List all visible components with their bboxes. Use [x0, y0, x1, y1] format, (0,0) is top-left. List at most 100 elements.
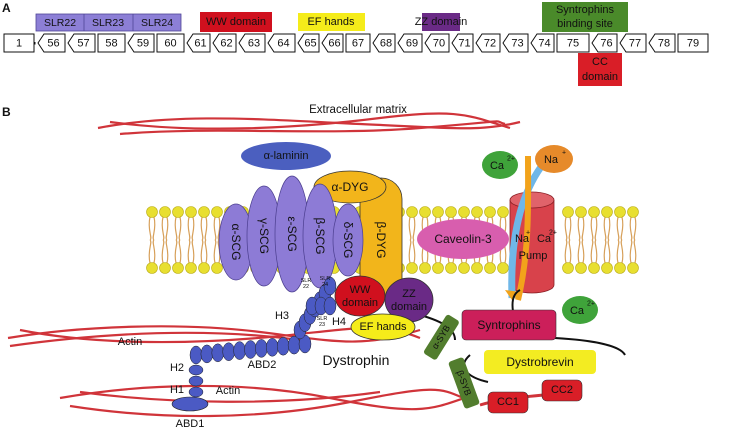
syntrophins-binding-bar: Syntrophins binding site [542, 2, 628, 32]
spectrin-repeat [323, 296, 337, 316]
exon-label-60: 60 [164, 38, 176, 50]
spectrin-repeat [244, 340, 257, 359]
abd1 [171, 396, 209, 412]
svg-text:+: + [562, 150, 566, 157]
sodium-ion: Na + [535, 145, 573, 173]
exon-box-75 [556, 33, 590, 53]
exon-box-69 [397, 33, 423, 53]
svg-text:β-DYG: β-DYG [374, 222, 388, 259]
svg-text:24: 24 [322, 282, 328, 288]
alpha-dystroglycan: α-DYG [313, 170, 387, 204]
cc2: CC2 [541, 379, 583, 402]
slr22-label: SLR22 [44, 17, 76, 29]
slr24-label: SLR24 [141, 17, 173, 29]
svg-text:domain: domain [391, 301, 427, 313]
svg-text:2+: 2+ [587, 301, 595, 308]
svg-text:Caveolin-3: Caveolin-3 [434, 232, 492, 246]
spectrin-repeat [188, 386, 204, 398]
svg-text:EF hands: EF hands [307, 16, 355, 28]
dystrobrevin-box: Dystrobrevin [484, 350, 596, 374]
cc-domain-bar: CC domain [578, 53, 622, 86]
exon-box-61 [186, 33, 211, 53]
exon-box-63 [238, 33, 266, 53]
svg-text:+: + [526, 230, 530, 237]
exon-box-74 [530, 33, 555, 53]
exon-box-58 [97, 33, 126, 53]
exon-label-56: 56 [47, 38, 59, 50]
exon-box-70 [424, 33, 450, 53]
spectrin-repeat [200, 344, 214, 364]
svg-text:SLR: SLR [320, 276, 331, 282]
ww-domain: WW domain [334, 275, 386, 317]
svg-text:SLR: SLR [317, 316, 328, 322]
exon-label-73: 73 [511, 38, 523, 50]
exon-label-70: 70 [433, 38, 445, 50]
ww-domain-bar: WW domain [200, 12, 272, 32]
exon-label-74: 74 [538, 38, 550, 50]
exon-label-79: 79 [687, 38, 699, 50]
svg-text:WW: WW [350, 284, 371, 296]
exon-box-64 [267, 33, 296, 53]
sgc-ellipse-4 [332, 203, 364, 277]
syntrophins-box: Syntrophins [461, 309, 557, 341]
svg-text:binding site: binding site [557, 18, 613, 30]
exon-label-58: 58 [105, 38, 117, 50]
panel-a-label: A [2, 1, 11, 15]
exon-box-72 [475, 33, 501, 53]
svg-text:2+: 2+ [507, 156, 515, 163]
svg-text:23: 23 [319, 322, 325, 328]
actin-label-top: Actin [118, 336, 142, 348]
exon-label-63: 63 [248, 38, 260, 50]
exon-label-65: 65 [304, 38, 316, 50]
dystrophin-label: Dystrophin [323, 352, 390, 368]
exon-box-59 [127, 33, 155, 53]
spectrin-repeat [255, 339, 268, 358]
exon-box-56 [37, 33, 66, 53]
exon-label-1: 1 [16, 38, 22, 50]
h2-label: H2 [170, 362, 184, 374]
svg-text:SLR: SLR [301, 278, 312, 284]
svg-text:Na: Na [515, 233, 530, 245]
exon-label-75: 75 [567, 38, 579, 50]
exon-box-78 [648, 33, 676, 53]
exon-box-66 [321, 33, 344, 53]
svg-text:Ca: Ca [537, 233, 552, 245]
svg-text:Syntrophins: Syntrophins [477, 318, 540, 332]
calcium-ion-bottom: Ca 2+ [562, 296, 598, 324]
abd2-label: ABD2 [248, 359, 277, 371]
spectrin-repeat [211, 343, 225, 363]
sgc-label-3: β-SCG [313, 218, 327, 255]
sodium-calcium-pump: Na + Ca 2+ Pump [505, 152, 557, 301]
extracellular-matrix-fibers [97, 112, 521, 136]
h1-label: H1 [170, 384, 184, 396]
svg-text:α-laminin: α-laminin [264, 150, 309, 162]
exon-label-59: 59 [137, 38, 149, 50]
actin-label-bottom: Actin [216, 385, 240, 397]
h4-label: H4 [332, 316, 346, 328]
h3-label: H3 [275, 310, 289, 322]
spectrin-repeat [188, 364, 204, 376]
beta-syb: β-SYB [448, 357, 480, 409]
spectrin-repeat [188, 375, 204, 387]
spectrin-repeat [276, 336, 290, 356]
laminin: α-laminin [241, 142, 331, 170]
svg-text:CC2: CC2 [551, 384, 573, 396]
exon-box-73 [502, 33, 529, 53]
exon-label-69: 69 [406, 38, 418, 50]
actin-filaments [7, 325, 471, 418]
svg-text:Pump: Pump [519, 250, 548, 262]
exon-label-68: 68 [380, 38, 392, 50]
exon-label-76: 76 [600, 38, 612, 50]
exon-box-68 [372, 33, 396, 53]
exon-box-79 [677, 33, 709, 53]
sgc-label-2: ε-SCG [285, 216, 299, 251]
abd1-label: ABD1 [176, 418, 205, 430]
exon-box-67 [345, 33, 371, 53]
exon-box-76 [591, 33, 618, 53]
svg-text:domain: domain [582, 71, 618, 83]
slr-domain-bar: SLR22 SLR23 SLR24 [35, 13, 182, 32]
svg-text:Na: Na [544, 154, 559, 166]
exon-label-61: 61 [194, 38, 206, 50]
exon-box-65 [297, 33, 320, 53]
